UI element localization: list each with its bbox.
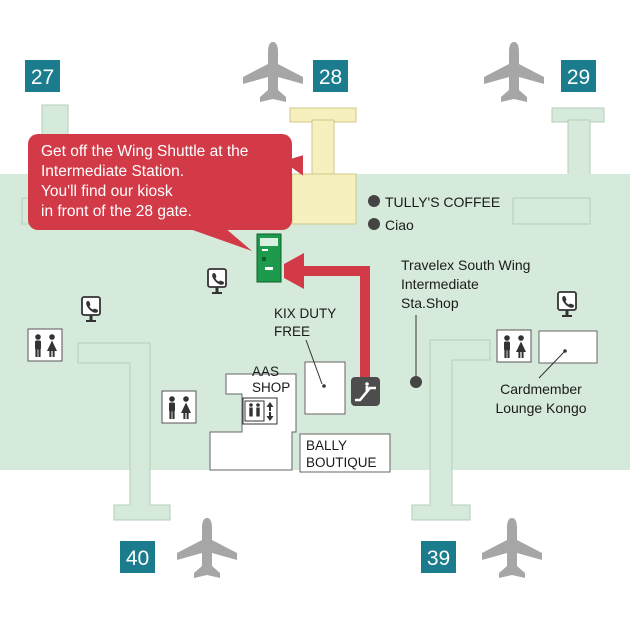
callout-line-4: in front of the 28 gate. [41, 203, 192, 220]
svg-text:40: 40 [126, 547, 149, 570]
callout-line-3: You'll find our kiosk [41, 183, 173, 200]
kiosk-callout: Get off the Wing Shuttle at the Intermed… [28, 134, 292, 251]
travelex-label-3: Sta.Shop [401, 295, 459, 311]
airplane-icon [243, 42, 303, 102]
restroom-icon [27, 328, 63, 362]
tullys-label: TULLY'S COFFEE [385, 194, 500, 210]
ciao-marker [368, 218, 380, 230]
kix-duty-free-area [304, 361, 346, 415]
svg-text:39: 39 [427, 547, 450, 570]
bally-label-2: BOUTIQUE [306, 455, 377, 470]
restroom-icon [496, 329, 532, 363]
bally-boutique-area [299, 433, 391, 473]
lounge-label-1: Cardmember [500, 381, 582, 397]
restroom-icon [161, 390, 197, 424]
gate-39-badge: 39 [421, 541, 456, 573]
escalator-icon [351, 377, 380, 406]
travelex-label-2: Intermediate [401, 276, 479, 292]
svg-text:28: 28 [319, 66, 342, 89]
gate-28-badge: 28 [313, 60, 348, 92]
travelex-label-1: Travelex South Wing [401, 257, 530, 273]
elevator-icon [242, 397, 278, 425]
tullys-marker [368, 195, 380, 207]
airplane-icon [482, 518, 542, 578]
svg-text:27: 27 [31, 66, 54, 89]
callout-line-1: Get off the Wing Shuttle at the [41, 143, 248, 160]
airplane-icon [484, 42, 544, 102]
ciao-label: Ciao [385, 217, 414, 233]
airplane-icon [177, 518, 237, 578]
kix-duty-free-marker [322, 384, 326, 388]
lounge-leader-line [538, 350, 566, 379]
kix-leader-line [305, 339, 323, 385]
aas-label-2: SHOP [252, 380, 290, 395]
kix-label-2: FREE [274, 324, 310, 339]
kiosk-icon [256, 233, 282, 283]
pier-29-base [512, 197, 591, 225]
lounge-area [538, 330, 598, 364]
pier-28-base [291, 173, 357, 225]
gate-27-badge: 27 [25, 60, 60, 92]
aas-label-1: AAS [252, 364, 279, 379]
lounge-label-2: Lounge Kongo [495, 400, 586, 416]
gate-29-badge: 29 [561, 60, 596, 92]
travelex-marker [410, 376, 422, 388]
svg-text:29: 29 [567, 66, 590, 89]
pier-40 [77, 342, 171, 521]
callout-line-2: Intermediate Station. [41, 163, 184, 180]
pier-39 [411, 339, 491, 521]
gate-40-badge: 40 [120, 541, 155, 573]
kix-label-1: KIX DUTY [274, 306, 336, 321]
bally-label-1: BALLY [306, 438, 347, 453]
